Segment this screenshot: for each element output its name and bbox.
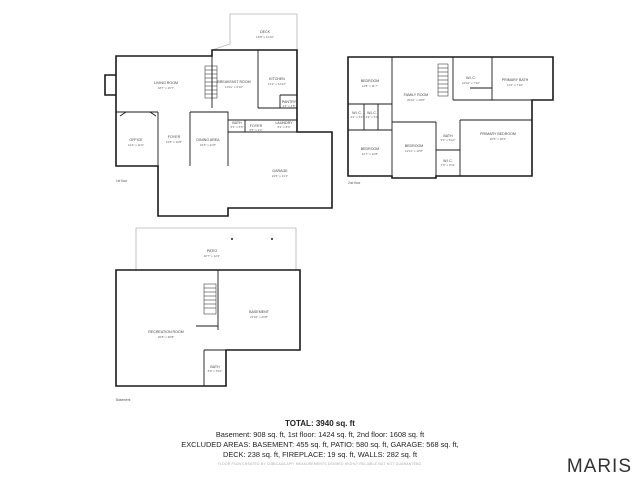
room-wic2-label: W.I.C. [352,111,362,115]
room-kitchen-dims: 11'2" x 14'10" [268,82,286,86]
room-living-label: LIVING ROOM [154,81,178,85]
room-wic3-dims: 4'3" x 5'3" [365,115,378,119]
room-bedroom1-dims: 11'8" x 11'7" [362,84,378,88]
room-basement-label: BASEMENT [249,310,270,314]
room-wic3-label: W.I.C. [367,111,377,115]
patio-outline [135,227,297,270]
floor-plans-drawing: DECK 16'8" x 11'10" LIVING ROOM 18'7" x … [104,13,554,402]
second-floor-label: 2nd floor [348,181,361,185]
room-foyer-label: FOYER [168,135,181,139]
room-bedroom3-dims: 12'11" x 12'8" [405,149,423,153]
second-floor-interior-walls [348,57,532,176]
floor-area-breakdown: Basement: 908 sq. ft, 1st floor: 1424 sq… [215,430,425,439]
room-pantry-label: PANTRY [282,100,297,104]
room-bath2-label: BATH [443,134,453,138]
total-label: TOTAL: [285,419,314,428]
room-patio-label: PATIO [207,249,217,253]
room-wic1-dims: 10'10" x 7'10" [462,81,480,85]
excluded-areas-line-2: DECK: 238 sq. ft, FIREPLACE: 19 sq. ft, … [222,450,418,459]
room-basement-dims: 21'10" x 26'8" [250,315,268,319]
room-primary-bedroom-dims: 20'5" x 18'4" [490,137,506,141]
room-bath3-dims: 8'9" x 6'10" [208,369,223,373]
room-recreation-label: RECREATION ROOM [148,330,183,334]
room-bath1-dims: 5'3" x 5'5" [230,125,243,129]
room-deck-label: DECK [260,30,271,34]
total-value: 3940 sq. ft [315,419,355,428]
room-foyer-dims: 13'8" x 16'8" [166,140,182,144]
second-floor-stairs [437,63,449,97]
room-wic4-label: W.I.C. [443,159,453,163]
room-garage-dims: 24'6" x 21'1" [272,174,288,178]
room-deck-dims: 16'8" x 11'10" [256,35,274,39]
room-recreation-dims: 30'8" x 30'8" [158,335,174,339]
room-laundry-dims: 5'2" x 8'4" [277,125,290,129]
room-kitchen-label: KITCHEN [269,77,285,81]
excluded-areas-line-1: EXCLUDED AREAS: BASEMENT: 455 sq. ft, PA… [181,440,459,449]
room-primary-bath-label: PRIMARY BATH [502,78,529,82]
fireplace [104,74,116,96]
room-breakfast-label: BREAKFAST ROOM [217,80,250,84]
basement-plan: PATIO 40'7" x 12'2" BASEMENT 21'10" x 26… [115,227,301,402]
room-bedroom3-label: BEDROOM [405,144,424,148]
room-bath2-dims: 9'1" x 5'10" [441,138,456,142]
room-foyer2-label: FOYER [250,124,263,128]
first-floor-outer-wall [115,49,333,217]
first-floor-stairs [204,65,218,99]
second-floor-plan: BEDROOM 11'8" x 11'7" FAMILY ROOM 20'10"… [347,56,554,185]
room-bedroom1-label: BEDROOM [361,79,380,83]
room-living-dims: 18'7" x 15'7" [158,86,174,90]
first-floor-label: 1st floor [116,179,128,183]
disclaimer-text: FLOOR PLAN CREATED BY CUBICASA APP. MEAS… [217,462,423,466]
room-bedroom2-dims: 12'7" x 12'8" [362,152,378,156]
room-dining-label: DINING AREA [196,138,220,142]
room-foyer2-dims: 5'5" x 4'2" [249,128,262,132]
room-pantry-dims: 4'1" x 4'5" [282,104,295,108]
room-office-label: OFFICE [129,138,143,142]
brand-logo: MARIS [566,456,632,477]
basement-interior-walls [196,270,226,386]
room-patio-dims: 40'7" x 12'2" [204,254,220,258]
office-corners [119,111,157,117]
room-bath1-label: BATH [232,121,242,125]
total-area: TOTAL: 3940 sq. ft [0,419,640,428]
basement-floor-label: Basement [116,398,130,402]
room-wic4-dims: 7'6" x 3'11" [441,163,456,167]
deck-outline [211,13,298,51]
room-office-dims: 11'4" x 11'6" [128,143,144,147]
room-wic2-dims: 4'2" x 5'1" [350,115,363,119]
first-floor-plan: DECK 16'8" x 11'10" LIVING ROOM 18'7" x … [104,13,333,217]
room-family-label: FAMILY ROOM [404,93,429,97]
basement-stairs [203,283,217,315]
room-family-dims: 20'10" x 18'6" [407,98,425,102]
room-bedroom2-label: BEDROOM [361,147,380,151]
room-dining-dims: 10'6" x 11'8" [200,143,216,147]
room-breakfast-dims: 10'11" x 9'10" [225,85,243,89]
room-garage-label: GARAGE [272,169,288,173]
room-laundry-label: LAUNDRY [275,121,293,125]
first-floor-interior-walls [116,50,297,166]
room-primary-bedroom-label: PRIMARY BEDROOM [480,132,516,136]
room-bath3-label: BATH [210,365,220,369]
room-wic1-label: W.I.C. [466,76,476,80]
room-primary-bath-dims: 11'2" x 7'10" [507,83,523,87]
